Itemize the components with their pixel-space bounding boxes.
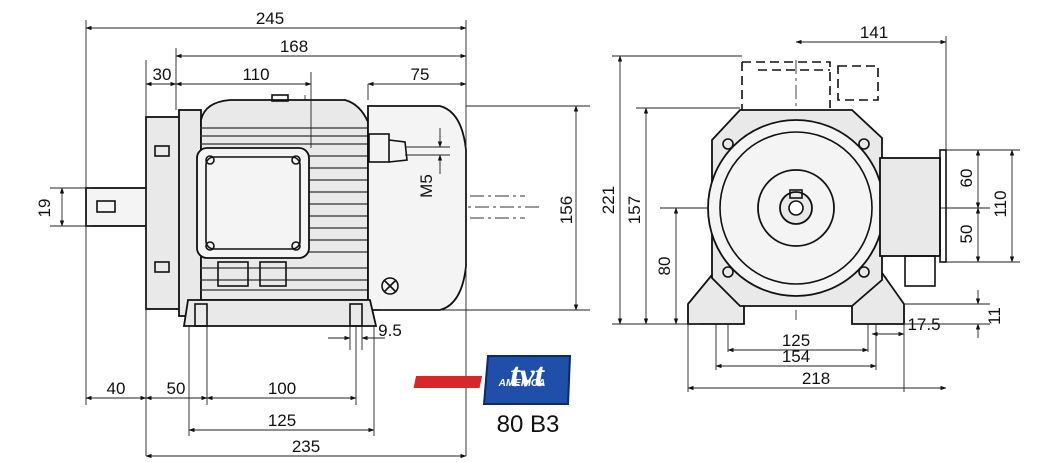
dim-shaft-height: 80 [655, 257, 674, 276]
lid-screw [205, 155, 215, 165]
dim-flange-height: 157 [625, 196, 644, 224]
mounting-feet [182, 299, 378, 327]
dim-hole-spacing: 125 [782, 331, 810, 350]
dim-box-upper: 60 [957, 169, 976, 188]
bolt-bottom [154, 261, 170, 273]
lid-screw [291, 155, 301, 165]
front-fan-ring [719, 131, 873, 285]
fan-cover [367, 105, 467, 311]
alternate-box-outline [741, 61, 831, 110]
front-terminal-box [879, 157, 941, 257]
dim-overall-height: 156 [557, 196, 576, 224]
cooling-fins [200, 127, 368, 291]
lid-screw [205, 241, 215, 251]
logo-text: tvt [510, 357, 546, 394]
lifting-lug [271, 94, 289, 102]
bolt-top [154, 145, 170, 157]
dim-foot-height: 11 [985, 307, 1004, 325]
shaft [85, 187, 149, 227]
terminal-box [196, 147, 310, 259]
terminal-box-lid [205, 156, 301, 250]
dim-box-height: 110 [991, 190, 1010, 217]
dim-box-position: 110 [242, 65, 269, 84]
cable-gland [259, 261, 287, 287]
lid-screw [291, 241, 301, 251]
dim-rear-length: 75 [411, 65, 430, 84]
logo-subtext: AMERICA [498, 378, 546, 389]
front-box-lid [939, 149, 947, 263]
dim-foot-slot: 9.5 [378, 321, 402, 340]
front-dimension-lines [617, 39, 1015, 391]
dim-flange-to-foot: 50 [167, 379, 186, 398]
dim-total-height: 221 [599, 186, 618, 214]
dim-thread: M5 [417, 174, 436, 198]
dim-frame-length: 168 [280, 37, 308, 56]
dim-foot-holes: 100 [268, 379, 296, 398]
logo-stripe [413, 376, 483, 388]
logo-badge [482, 355, 572, 405]
dim-box-offset: 141 [860, 23, 888, 42]
side-view: 245 168 30 110 75 156 M5 19 40 50 100 12… [35, 9, 590, 459]
dim-overall-width: 218 [802, 369, 830, 388]
dim-foot-width: 17.5 [907, 315, 940, 334]
dim-foot-span: 154 [782, 347, 810, 366]
cable-gland [217, 261, 249, 287]
grease-nozzle [388, 139, 408, 163]
dim-foot-length: 125 [268, 411, 296, 430]
dim-shaft-length: 40 [107, 379, 126, 398]
shaft-key [96, 200, 116, 213]
grease-fitting [368, 133, 390, 163]
front-bolt [858, 266, 870, 278]
dim-box-lower: 50 [957, 225, 976, 244]
side-dimension-lines [59, 25, 579, 459]
front-key [789, 189, 803, 199]
front-view: 141 221 157 80 60 110 50 11 17.5 125 154… [599, 23, 1020, 392]
dim-overall-length: 245 [256, 9, 284, 28]
earth-bolt [381, 277, 399, 295]
alternate-gland [837, 65, 879, 101]
model-caption: 80 B3 [497, 411, 560, 438]
dim-flange-length: 30 [153, 65, 172, 84]
dim-shaft-diameter: 19 [35, 199, 54, 218]
front-cable-gland [904, 255, 936, 287]
foot-slot [194, 303, 208, 327]
front-bolt [858, 138, 870, 150]
tvt-logo: tvt AMERICA [413, 355, 572, 405]
front-bolt [722, 138, 734, 150]
dim-body-length: 235 [292, 437, 320, 456]
front-bolt [722, 266, 734, 278]
